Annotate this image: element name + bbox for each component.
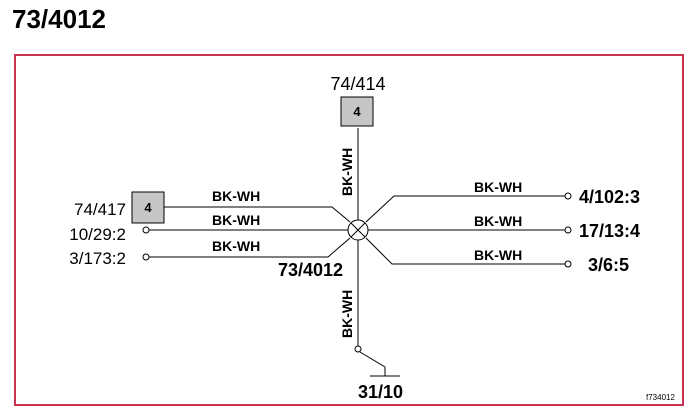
ground-switch-arm: [359, 351, 386, 368]
left-wire-3-label: BK-WH: [212, 238, 260, 254]
ground-switch-node[interactable]: [354, 345, 362, 353]
right-wire-3-label: BK-WH: [474, 247, 522, 263]
right-terminal-3[interactable]: [564, 260, 572, 268]
right-wire-1: [365, 195, 565, 223]
right-connector-3-label: 3/6:5: [588, 255, 629, 275]
left-connector-3-label: 3/173:2: [69, 249, 126, 268]
left-connector-box[interactable]: [131, 191, 165, 224]
top-connector-label: 74/414: [330, 74, 385, 94]
diagram-frame: [14, 54, 684, 406]
image-code: f734012: [646, 393, 675, 402]
left-wire-1-label: BK-WH: [212, 188, 260, 204]
right-wire-1-label: BK-WH: [474, 179, 522, 195]
splice-label: 73/4012: [278, 260, 343, 280]
left-terminal-2[interactable]: [142, 226, 150, 234]
right-terminal-1[interactable]: [564, 192, 572, 200]
left-wire-2-label: BK-WH: [212, 212, 260, 228]
left-connector-pin: 4: [144, 200, 152, 215]
bottom-wire-label: BK-WH: [339, 290, 355, 338]
top-connector-pin: 4: [353, 104, 361, 119]
right-connector-1-label: 4/102:3: [579, 187, 640, 207]
top-wire-label: BK-WH: [339, 148, 355, 196]
left-connector-2-label: 10/29:2: [69, 225, 126, 244]
splice-cross-b: [350, 222, 366, 238]
left-wire-1: [164, 206, 351, 223]
right-wire-2-label: BK-WH: [474, 213, 522, 229]
right-wire-3: [365, 237, 565, 265]
right-connector-2-label: 17/13:4: [579, 221, 640, 241]
ground-label: 31/10: [358, 382, 403, 402]
left-terminal-3[interactable]: [142, 253, 150, 261]
right-terminal-2[interactable]: [564, 226, 572, 234]
top-connector-box[interactable]: [340, 96, 374, 127]
left-connector-1-label: 74/417: [74, 200, 126, 219]
page-title: 73/4012: [12, 4, 106, 34]
left-wire-3: [149, 237, 351, 258]
